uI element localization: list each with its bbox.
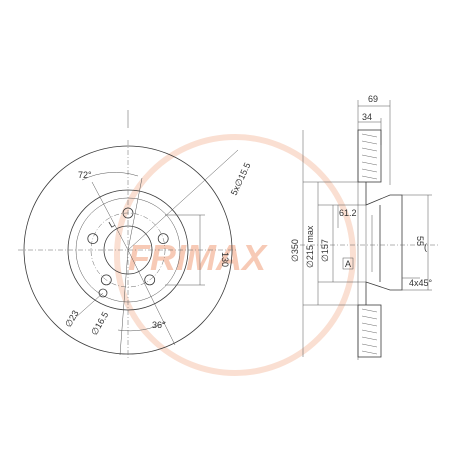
disc-thickness-label: 34 [362, 112, 372, 122]
datum-box [342, 257, 354, 270]
angle-line-left [91, 181, 129, 251]
hub-mark-label: L [107, 219, 116, 230]
vane-hatch [361, 154, 378, 159]
vane-hatch [361, 329, 378, 334]
chamfer-label: 4x45° [409, 278, 433, 288]
angle-arc-top [81, 172, 139, 181]
bolt-hole-leader [127, 149, 239, 251]
inner-diameter-label: ∅157 [320, 239, 330, 262]
vane-hatch [361, 133, 378, 138]
bolt-hole [144, 274, 156, 286]
offset-bracket: ( [424, 242, 427, 252]
angle-top-label: 72° [78, 170, 92, 180]
vane-hatch [361, 168, 378, 173]
vane-hatch [361, 315, 378, 320]
ring-section-top [357, 129, 382, 183]
hub-hole-leader [74, 292, 104, 319]
bolt-circle-label: 130 [220, 252, 230, 267]
bolt-hole [157, 233, 169, 245]
hat-profile [365, 182, 403, 305]
angle-line-bottom-left [119, 249, 129, 356]
vane-hatch [361, 336, 378, 341]
hat-depth-label: 61.2 [339, 208, 357, 218]
hub-hole-label: ∅23 [63, 309, 81, 329]
small-hole [98, 288, 108, 298]
cooling-vanes [361, 133, 378, 355]
vane-hatch [361, 308, 378, 313]
small-hole-label: ∅16.5 [89, 310, 110, 337]
vane-hatch [361, 343, 378, 348]
bolt-hole [100, 274, 112, 286]
vane-hatch [361, 322, 378, 327]
vane-hatch [361, 350, 378, 355]
angle-line-bottom-right [127, 249, 176, 346]
vane-hatch [361, 147, 378, 152]
watermark-text: FRIMAX [128, 237, 268, 278]
angle-line-right [127, 177, 143, 251]
datum-label: A [345, 259, 351, 269]
vane-hatch [361, 175, 378, 180]
angle-arc-bottom [117, 321, 167, 332]
side-view: 69 34 ∅350 ∅215 max ∅157 61.2 A [290, 94, 440, 360]
min-thickness-label: ∅215 max [305, 225, 315, 268]
vane-hatch [361, 140, 378, 145]
overall-width-label: 69 [368, 94, 378, 104]
offset-label: 55 [415, 236, 425, 246]
angle-bottom-label: 36° [152, 320, 166, 330]
vane-hatch [361, 161, 378, 166]
bolt-hole [87, 233, 99, 245]
bolt-holes-label: 5x∅15.5 [229, 161, 253, 197]
watermark-logo: FRIMAX [114, 134, 356, 376]
outer-diameter-label: ∅350 [290, 239, 300, 262]
ring-section-bottom [357, 304, 382, 358]
